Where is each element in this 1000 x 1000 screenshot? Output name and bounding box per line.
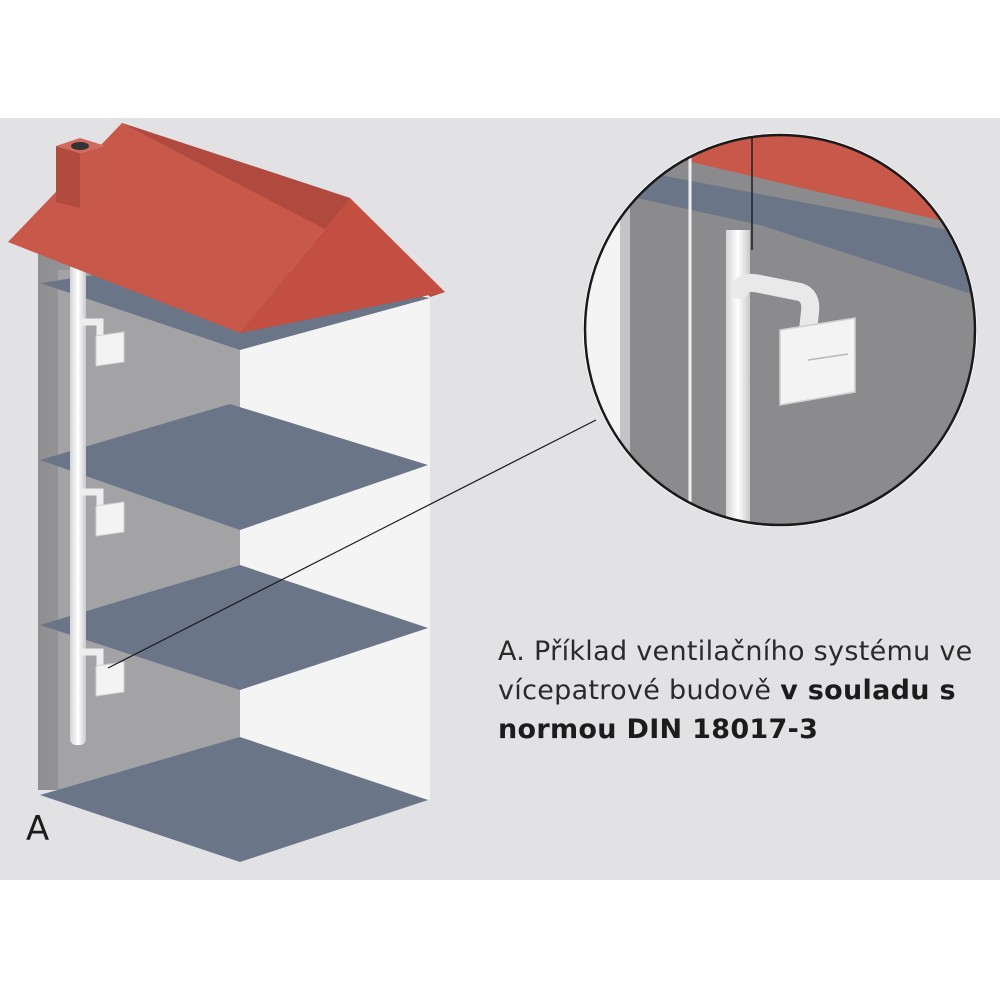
chimney-side: [80, 146, 106, 208]
chimney-flue: [71, 142, 89, 150]
figure-letter-label: A: [26, 812, 49, 846]
magnifier-callout: [580, 130, 990, 530]
exhaust-fan-unit-2: [96, 502, 124, 536]
chimney-front: [56, 146, 80, 208]
figure-caption: A. Příklad ventilačního systému ve vícep…: [498, 632, 978, 749]
exhaust-fan-unit-1: [96, 332, 124, 366]
lens-exhaust-fan-unit: [780, 318, 855, 405]
chimney: [56, 138, 106, 208]
